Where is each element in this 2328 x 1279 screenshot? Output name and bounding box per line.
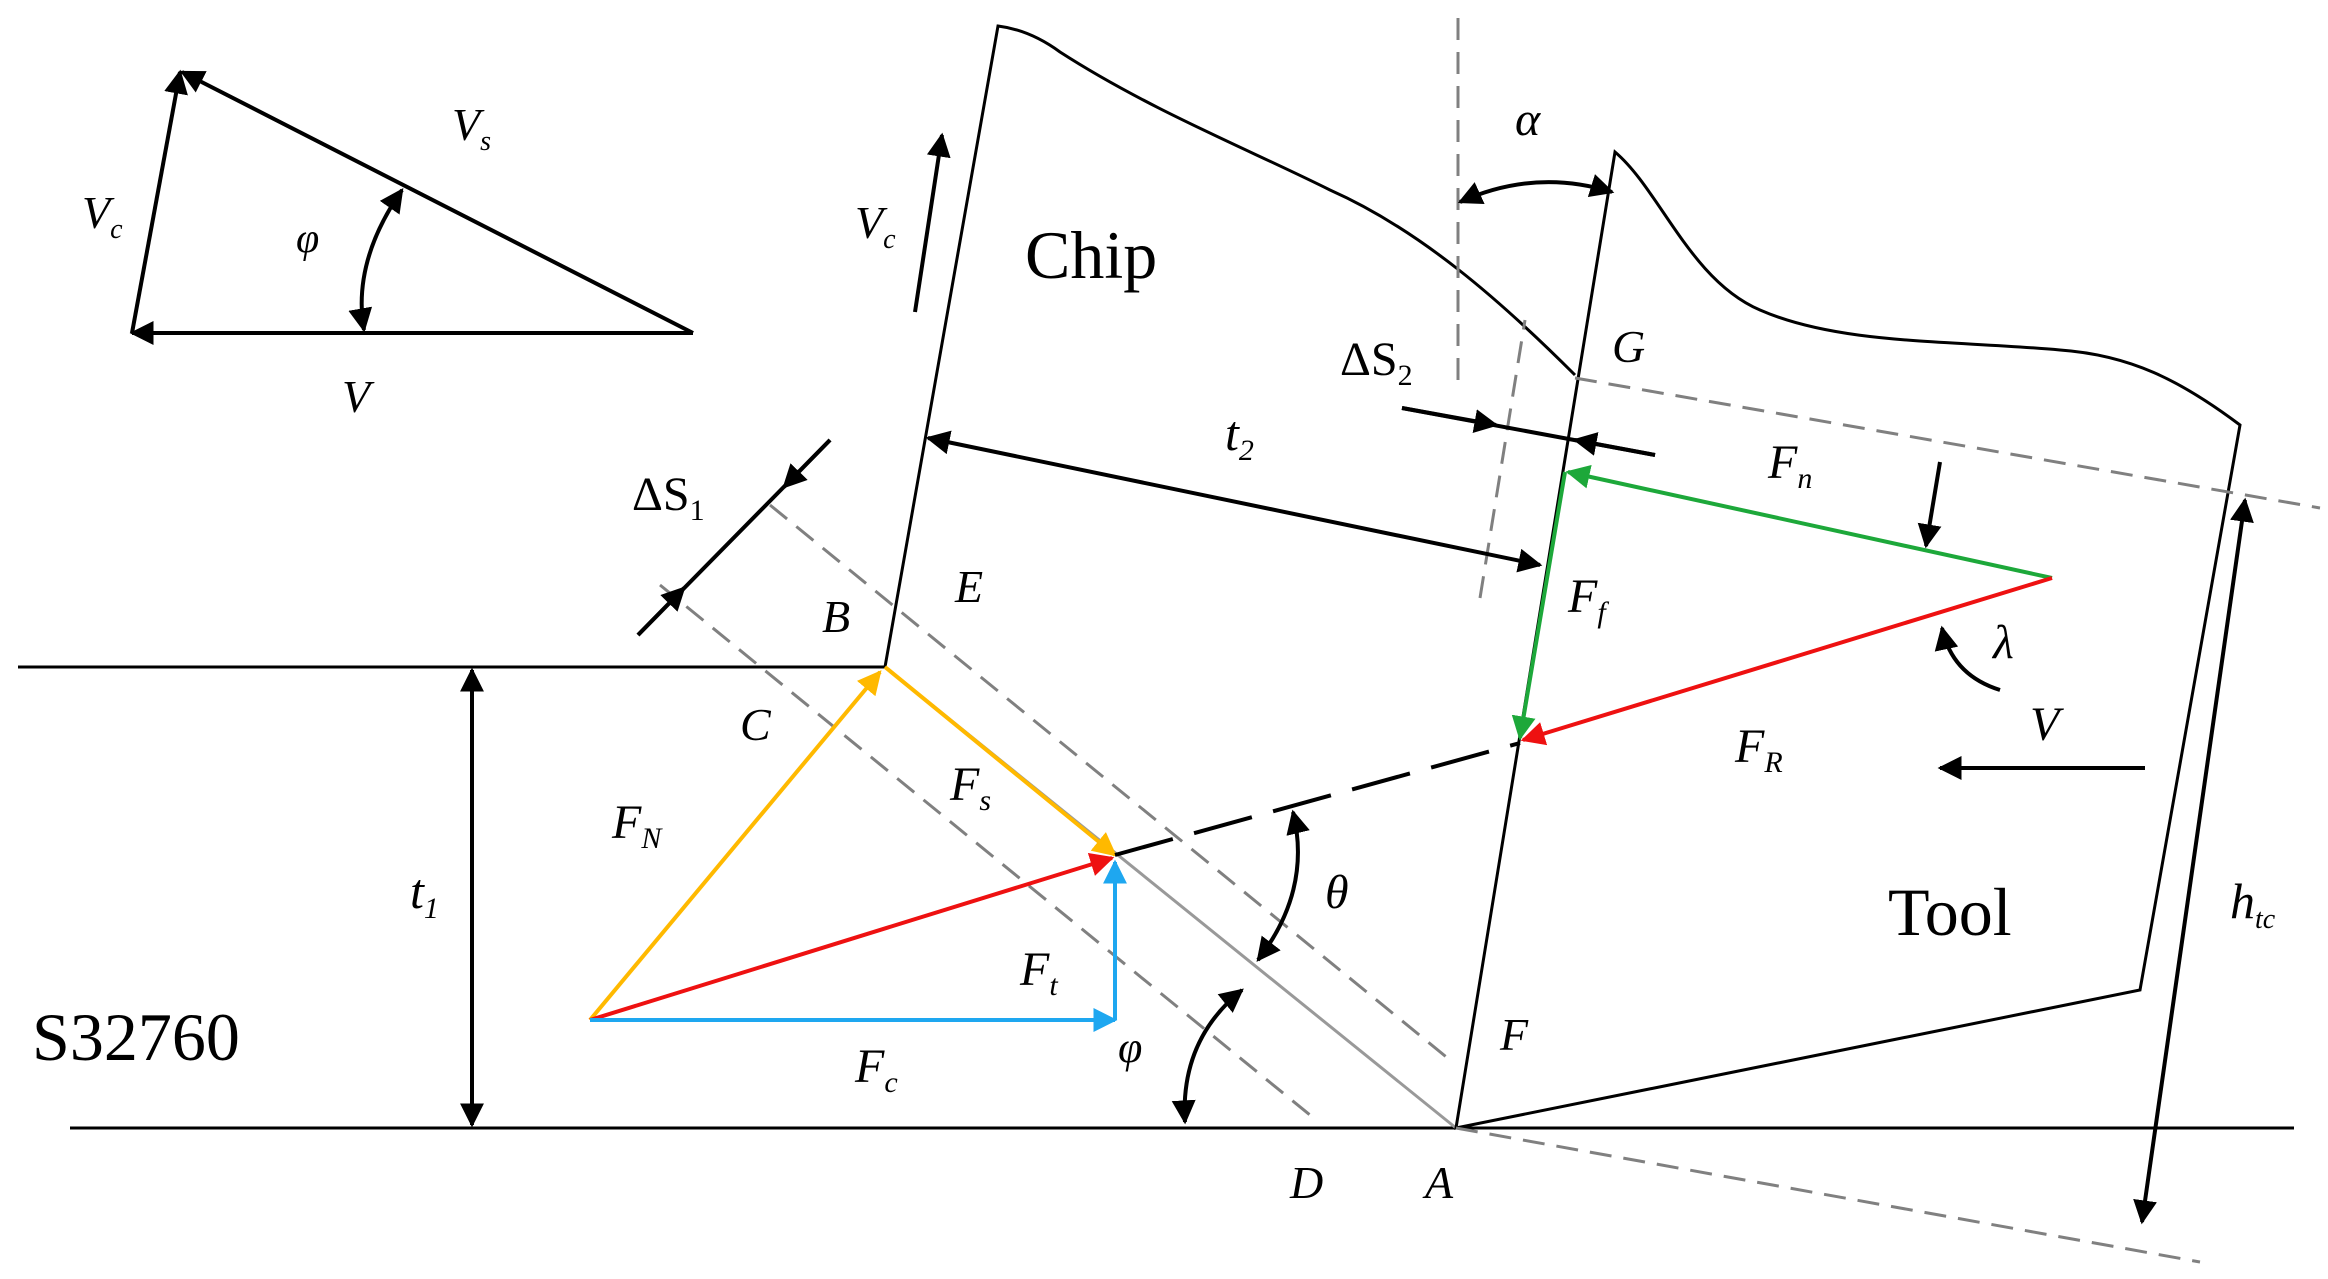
tool-label: Tool	[1888, 874, 2012, 950]
ds1-label: ΔS1	[632, 468, 705, 527]
tool-forces: Fn Ff FR λ	[1511, 436, 2053, 779]
tool: α G ΔS2 htc Tool V	[1340, 18, 2321, 1264]
chip-label: Chip	[1025, 217, 1157, 293]
chip-velocity-label: Vc	[855, 197, 896, 255]
resultant-force-shear	[589, 852, 1115, 1022]
shear-forces: FN Fs Ft Fc	[588, 665, 1127, 1099]
fn-normal-force	[588, 670, 882, 1022]
ds2-label: ΔS2	[1340, 333, 1413, 392]
point-c: C	[740, 699, 772, 750]
ff-label: Ff	[1567, 570, 1609, 629]
t1-label: t1	[410, 863, 439, 925]
phi-label: φ	[1118, 1023, 1142, 1072]
ds2-arrow-left	[1401, 406, 1499, 433]
fs-label: Fs	[949, 758, 991, 817]
shear-zone-upper-boundary	[769, 503, 1451, 1062]
point-b: B	[822, 591, 850, 642]
vs-vector	[179, 70, 694, 335]
alpha-arc	[1457, 174, 1615, 205]
fr-resultant-force	[1520, 576, 2053, 746]
shear-zone: ΔS1	[632, 438, 1457, 1130]
chip: Chip Vc	[855, 24, 1577, 668]
tool-clearance-reference	[1455, 1126, 2201, 1264]
theta-arc	[1256, 809, 1310, 962]
point-d: D	[1289, 1157, 1323, 1208]
tool-outline	[1454, 149, 2242, 1130]
vc-label: Vc	[82, 187, 123, 245]
ds1-arrow-bottom	[636, 586, 686, 637]
fc-label: Fc	[854, 1040, 898, 1099]
t2-group: t2	[925, 405, 1543, 573]
lambda-label: λ	[1991, 616, 2014, 669]
alpha-label: α	[1515, 93, 1541, 146]
t2-dimension	[925, 430, 1543, 573]
lambda-arc	[1934, 625, 2001, 692]
fn-direction-arrow	[1917, 461, 1942, 549]
chip-outline	[883, 24, 1577, 668]
phi-arc	[1171, 988, 1244, 1125]
material-label: S32760	[32, 999, 240, 1075]
chip-velocity-arrow	[913, 132, 951, 313]
velocity-triangle: Vc Vs V φ	[82, 69, 694, 422]
angle-group: θ φ	[1114, 741, 1521, 1125]
point-a: A	[1422, 1157, 1454, 1208]
fn-tool-normal-force	[1565, 464, 2053, 580]
phi-arc-small	[348, 188, 404, 333]
point-e: E	[954, 561, 983, 612]
htc-label: htc	[2230, 873, 2276, 935]
ds1-arrow-top	[782, 438, 832, 489]
fs-shear-force	[883, 665, 1117, 857]
ff-friction-force	[1511, 471, 1567, 741]
theta-label: θ	[1325, 866, 1349, 919]
point-f: F	[1499, 1009, 1529, 1060]
point-labels: B E C D A F	[740, 561, 1529, 1208]
t2-label: t2	[1225, 405, 1254, 467]
ds2-arrow-right	[1572, 432, 1656, 457]
shear-zone-lower-boundary	[659, 583, 1311, 1117]
tool-velocity-label: V	[2030, 698, 2064, 751]
ft-label: Ft	[1019, 943, 1058, 1002]
point-g: G	[1612, 321, 1645, 372]
htc-dimension	[2133, 497, 2254, 1225]
fr-label: FR	[1734, 720, 1783, 779]
workpiece: t1 S32760	[18, 665, 2294, 1130]
fn-label: FN	[611, 796, 663, 855]
v-label: V	[342, 371, 375, 422]
tool-face-reference	[1574, 376, 2321, 510]
vc-vector	[130, 69, 188, 334]
phi-label-small: φ	[296, 216, 319, 262]
resultant-extension	[1114, 741, 1521, 857]
vs-label: Vs	[452, 99, 491, 157]
fn-tool-label: Fn	[1767, 436, 1812, 495]
